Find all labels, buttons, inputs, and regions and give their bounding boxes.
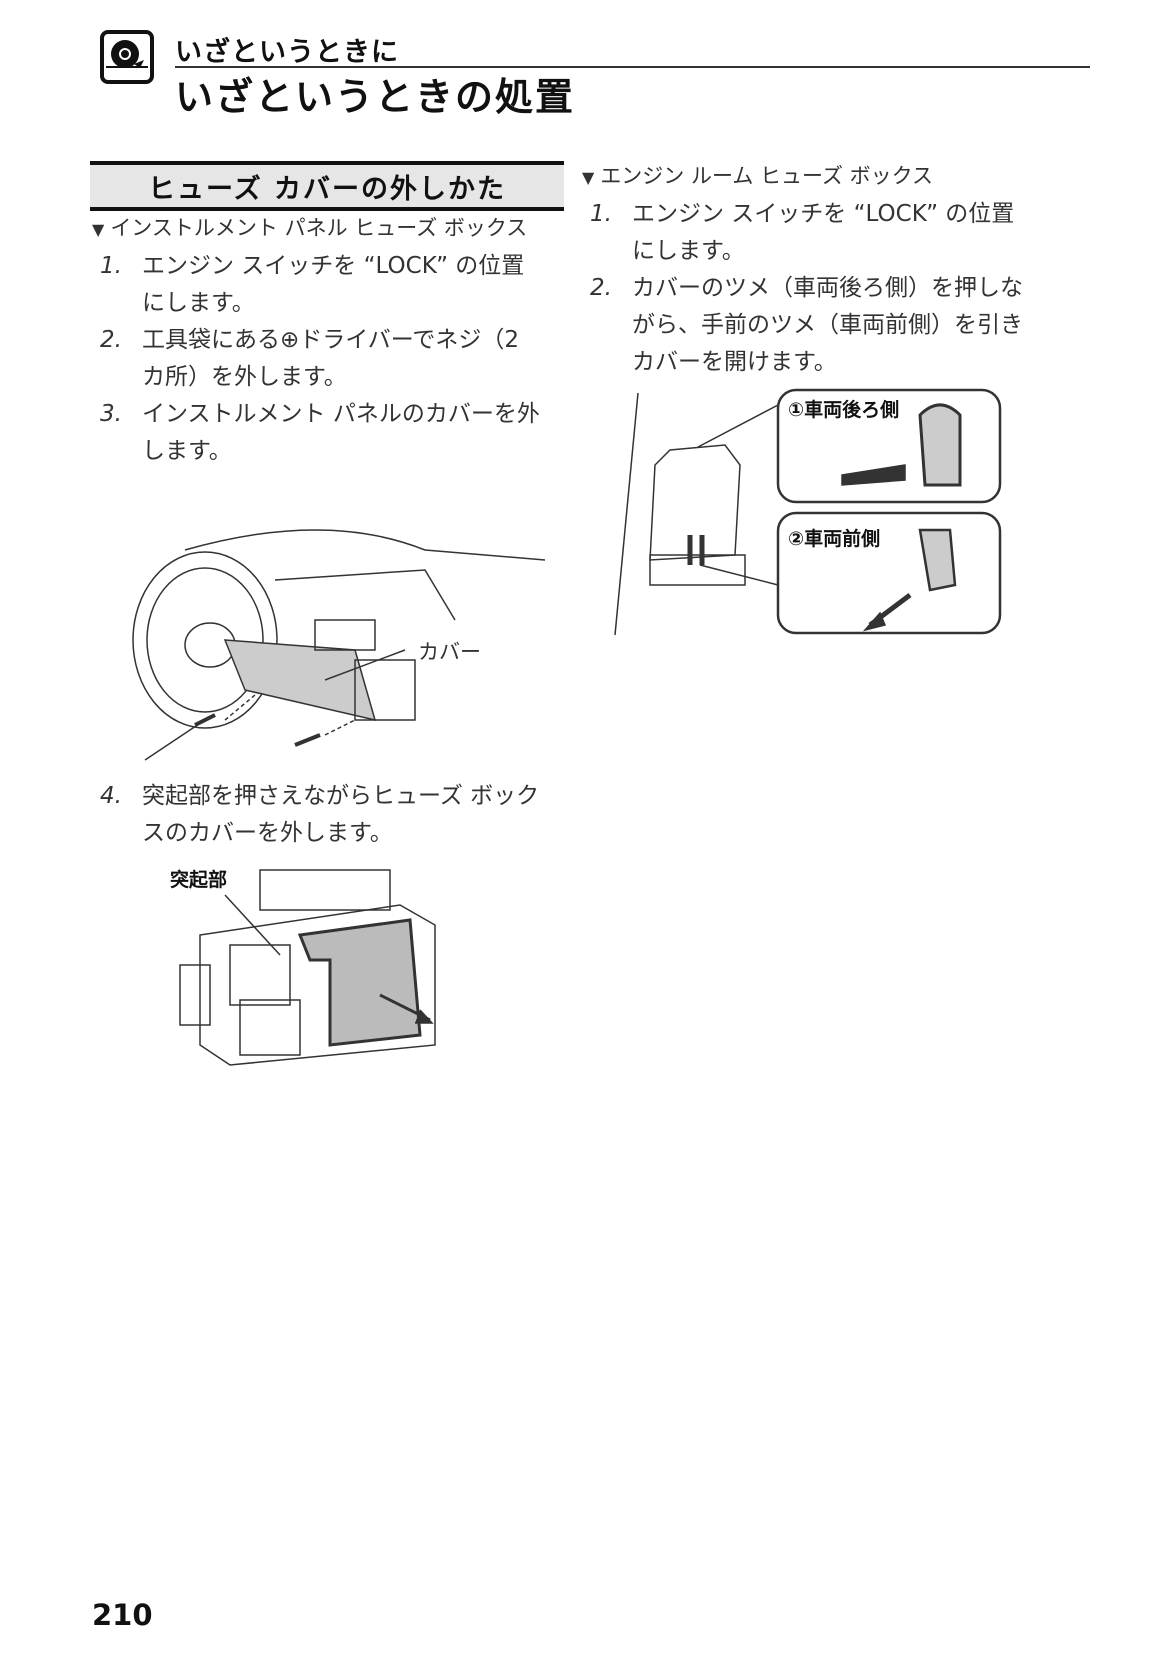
- fuse-box-illustration: [170, 865, 470, 1089]
- step-2: 2.カバーのツメ（車両後ろ側）を押しながら、手前のツメ（車両前側）を引きカバーを…: [590, 275, 1023, 375]
- header-category: いざというときに: [175, 37, 399, 68]
- header-rule: [175, 66, 1090, 68]
- page-title: いざというときの処置: [175, 75, 576, 119]
- cover-label: カバー: [418, 640, 481, 664]
- left-column: ▼インストルメント パネル ヒューズ ボックス 1.エンジン スイッチを “LO…: [92, 210, 542, 470]
- triangle-bullet-icon: ▼: [92, 220, 105, 239]
- protrusion-label: 突起部: [170, 869, 228, 891]
- triangle-bullet-icon: ▼: [582, 168, 595, 187]
- instrument-panel-illustration: [125, 520, 546, 774]
- step-2: 2.工具袋にある⊕ドライバーでネジ（2カ所）を外します。: [100, 327, 520, 390]
- section-title: ヒューズ カバーの外しかた: [90, 161, 564, 211]
- step-1: 1.エンジン スイッチを “LOCK” の位置にします。: [590, 201, 1015, 264]
- engine-room-fuse-box-illustration: [610, 385, 1005, 644]
- right-column: ▼エンジン ルーム ヒューズ ボックス 1.エンジン スイッチを “LOCK” …: [582, 158, 1032, 381]
- subheading-instrument-panel: ▼インストルメント パネル ヒューズ ボックス: [92, 216, 528, 240]
- callout-rear-side: ①車両後ろ側: [788, 399, 900, 421]
- step-1: 1.エンジン スイッチを “LOCK” の位置にします。: [100, 253, 525, 316]
- page-number: 210: [92, 1598, 153, 1632]
- subheading-engine-room: ▼エンジン ルーム ヒューズ ボックス: [582, 164, 934, 188]
- left-column-step4: 4.突起部を押さえながらヒューズ ボックスのカバーを外します。: [92, 778, 542, 852]
- step-3: 3.インストルメント パネルのカバーを外します。: [100, 401, 540, 464]
- flat-tire-icon: [100, 30, 154, 84]
- step-4: 4.突起部を押さえながらヒューズ ボックスのカバーを外します。: [100, 783, 540, 846]
- callout-front-side: ②車両前側: [788, 528, 881, 550]
